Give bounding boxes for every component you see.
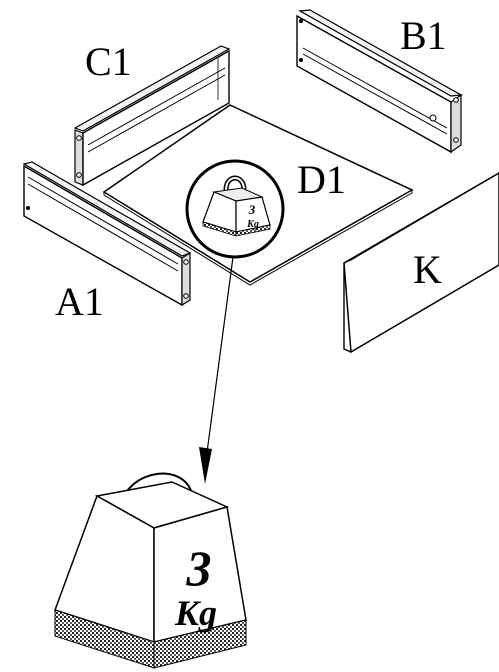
large-weight: 3 Kg (54, 472, 247, 669)
label-b1: B1 (400, 13, 447, 58)
rail-a1 (22, 161, 192, 307)
label-a1: A1 (55, 279, 104, 324)
panel-k (343, 172, 499, 354)
small-weight-callout: 3 Kg (185, 159, 285, 259)
small-weight-unit: Kg (246, 219, 259, 230)
large-weight-number: 3 (186, 540, 212, 596)
label-d1: D1 (297, 157, 346, 202)
callout-arrow (199, 256, 234, 484)
label-c1: C1 (85, 39, 132, 84)
small-weight-number: 3 (248, 202, 256, 217)
rail-b1 (296, 9, 463, 154)
rail-c1 (73, 45, 231, 187)
label-k: K (413, 247, 442, 292)
large-weight-unit: Kg (174, 593, 217, 633)
